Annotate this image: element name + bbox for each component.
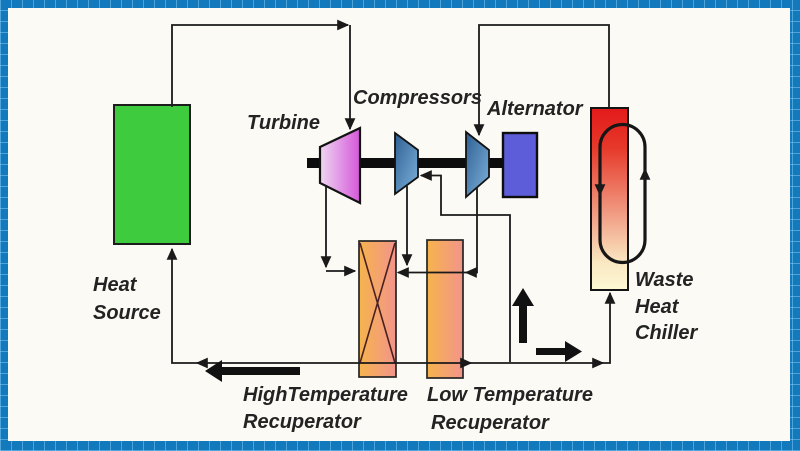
chiller-loop-icon (598, 122, 647, 265)
lt-recuperator-block (426, 239, 464, 379)
line-to-compressor1-inlet (419, 170, 511, 362)
line-compressor2-to-ht (396, 188, 478, 278)
thick-left-arrow-icon (205, 360, 300, 382)
compressor-1-block (394, 131, 419, 196)
thick-right-arrow-icon (536, 341, 582, 362)
lt-recuperator-label-line1: Low Temperature (427, 384, 593, 406)
ht-recuperator-rect (358, 240, 397, 378)
lt-recuperator-label-line2: Recuperator (431, 412, 550, 434)
turbine-block (318, 126, 362, 205)
waste-heat-chiller-block (590, 107, 651, 291)
line-bottom-main (171, 250, 611, 364)
turbine-label: Turbine (247, 112, 320, 134)
ht-recuperator-label-line1: HighTemperature (243, 384, 408, 406)
compressor-2-block (465, 130, 490, 199)
line-heatsource-to-top (171, 19, 350, 107)
ht-recuperator-label-line2: Recuperator (243, 411, 362, 433)
compressors-label: Compressors (353, 87, 482, 109)
ht-recuperator-block (358, 240, 397, 378)
flow-lines (166, 19, 616, 369)
waste-heat-chiller-label-line3: Chiller (635, 322, 698, 344)
heat-source-label-line1: Heat (93, 274, 138, 296)
waste-heat-chiller-label-line2: Heat (635, 296, 680, 318)
waste-heat-chiller-label-line1: Waste (635, 269, 694, 291)
heat-source-block (113, 104, 191, 245)
ht-recuperator-cross-icon (359, 242, 396, 364)
heat-source-label-line2: Source (93, 302, 161, 324)
thick-up-arrow-icon (512, 288, 534, 343)
line-chiller-to-compressor2 (473, 24, 610, 137)
alternator-label: Alternator (486, 98, 584, 120)
alternator-block (501, 131, 539, 199)
diagram-labels: Turbine Compressors Alternator Heat Sour… (93, 87, 698, 434)
